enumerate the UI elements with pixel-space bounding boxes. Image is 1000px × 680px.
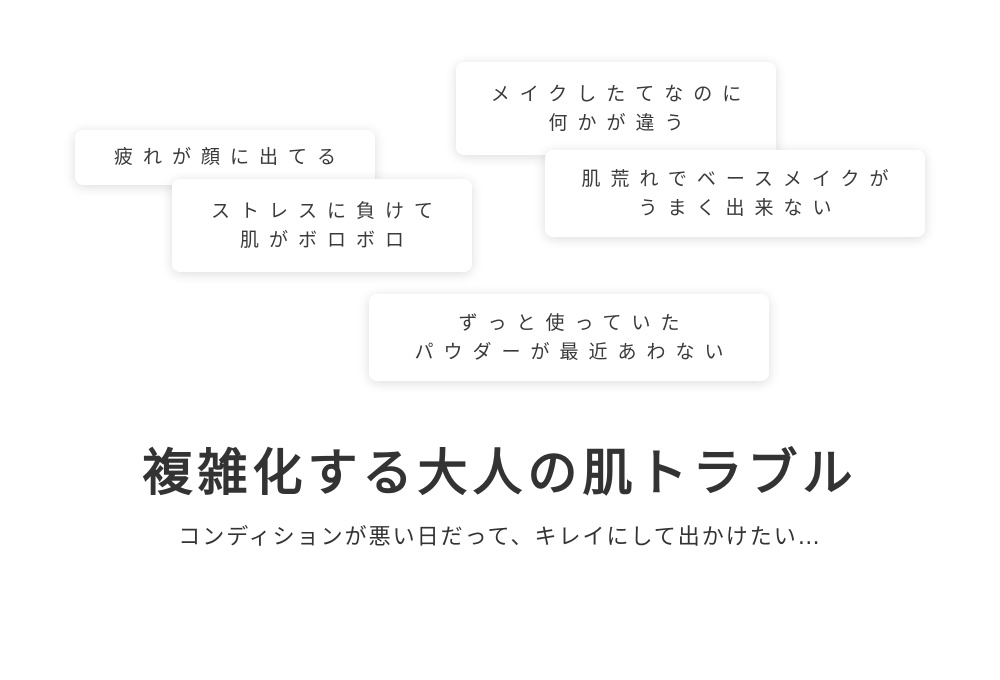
headline: 複雑化する大人の肌トラブル: [142, 444, 858, 502]
worry-bubble-line: 何かが違う: [548, 111, 694, 134]
worry-bubble-stress-skin: ストレスに負けて 肌がボロボロ: [172, 179, 472, 272]
worry-bubble-makeup-off: メイクしたてなのに 何かが違う: [456, 62, 776, 155]
worry-bubble-rough-skin-base: 肌荒れでベースメイクが うまく出来ない: [545, 150, 925, 237]
worry-bubble-line: うまく出来ない: [638, 196, 842, 219]
worry-bubble-line: 肌がボロボロ: [239, 228, 414, 251]
worry-bubble-line: ストレスに負けて: [210, 199, 443, 222]
worry-bubble-line: 疲れが顔に出てる: [113, 146, 346, 168]
worry-bubble-line: メイクしたてなのに: [490, 82, 752, 105]
worry-bubble-line: ずっと使っていた: [458, 311, 690, 334]
worry-bubble-powder-mismatch: ずっと使っていた パウダーが最近あわない: [369, 294, 769, 381]
worry-bubble-line: パウダーが最近あわない: [414, 340, 734, 363]
worry-bubble-tired-face: 疲れが顔に出てる: [75, 130, 375, 185]
worry-bubble-line: 肌荒れでベースメイクが: [581, 167, 899, 190]
subheadline: コンディションが悪い日だって、キレイにして出かけたい…: [178, 525, 822, 550]
